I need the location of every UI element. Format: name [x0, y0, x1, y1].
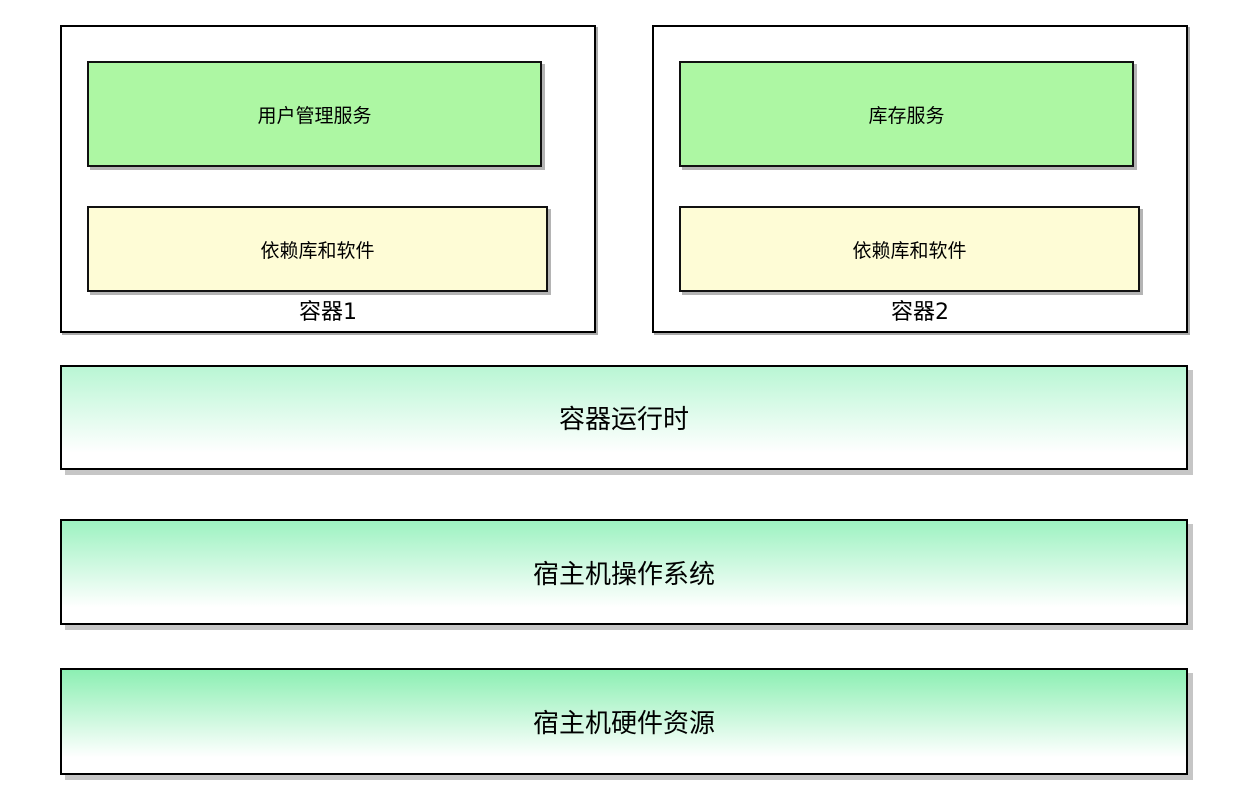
container-label-1: 容器1	[299, 300, 357, 325]
deps-box-container1: 依赖库和软件	[87, 206, 548, 292]
container-runtime-layer-bar: 容器运行时	[60, 365, 1188, 470]
deps-box-container2: 依赖库和软件	[679, 206, 1140, 292]
container-label-2: 容器2	[891, 300, 949, 325]
host-hardware-layer-bar: 宿主机硬件资源	[60, 668, 1188, 775]
service-box-user-management: 用户管理服务	[87, 61, 542, 167]
container-box-2: 库存服务 依赖库和软件 容器2	[652, 25, 1188, 333]
container-box-1: 用户管理服务 依赖库和软件 容器1	[60, 25, 596, 333]
host-os-layer-bar: 宿主机操作系统	[60, 519, 1188, 625]
service-box-inventory: 库存服务	[679, 61, 1134, 167]
